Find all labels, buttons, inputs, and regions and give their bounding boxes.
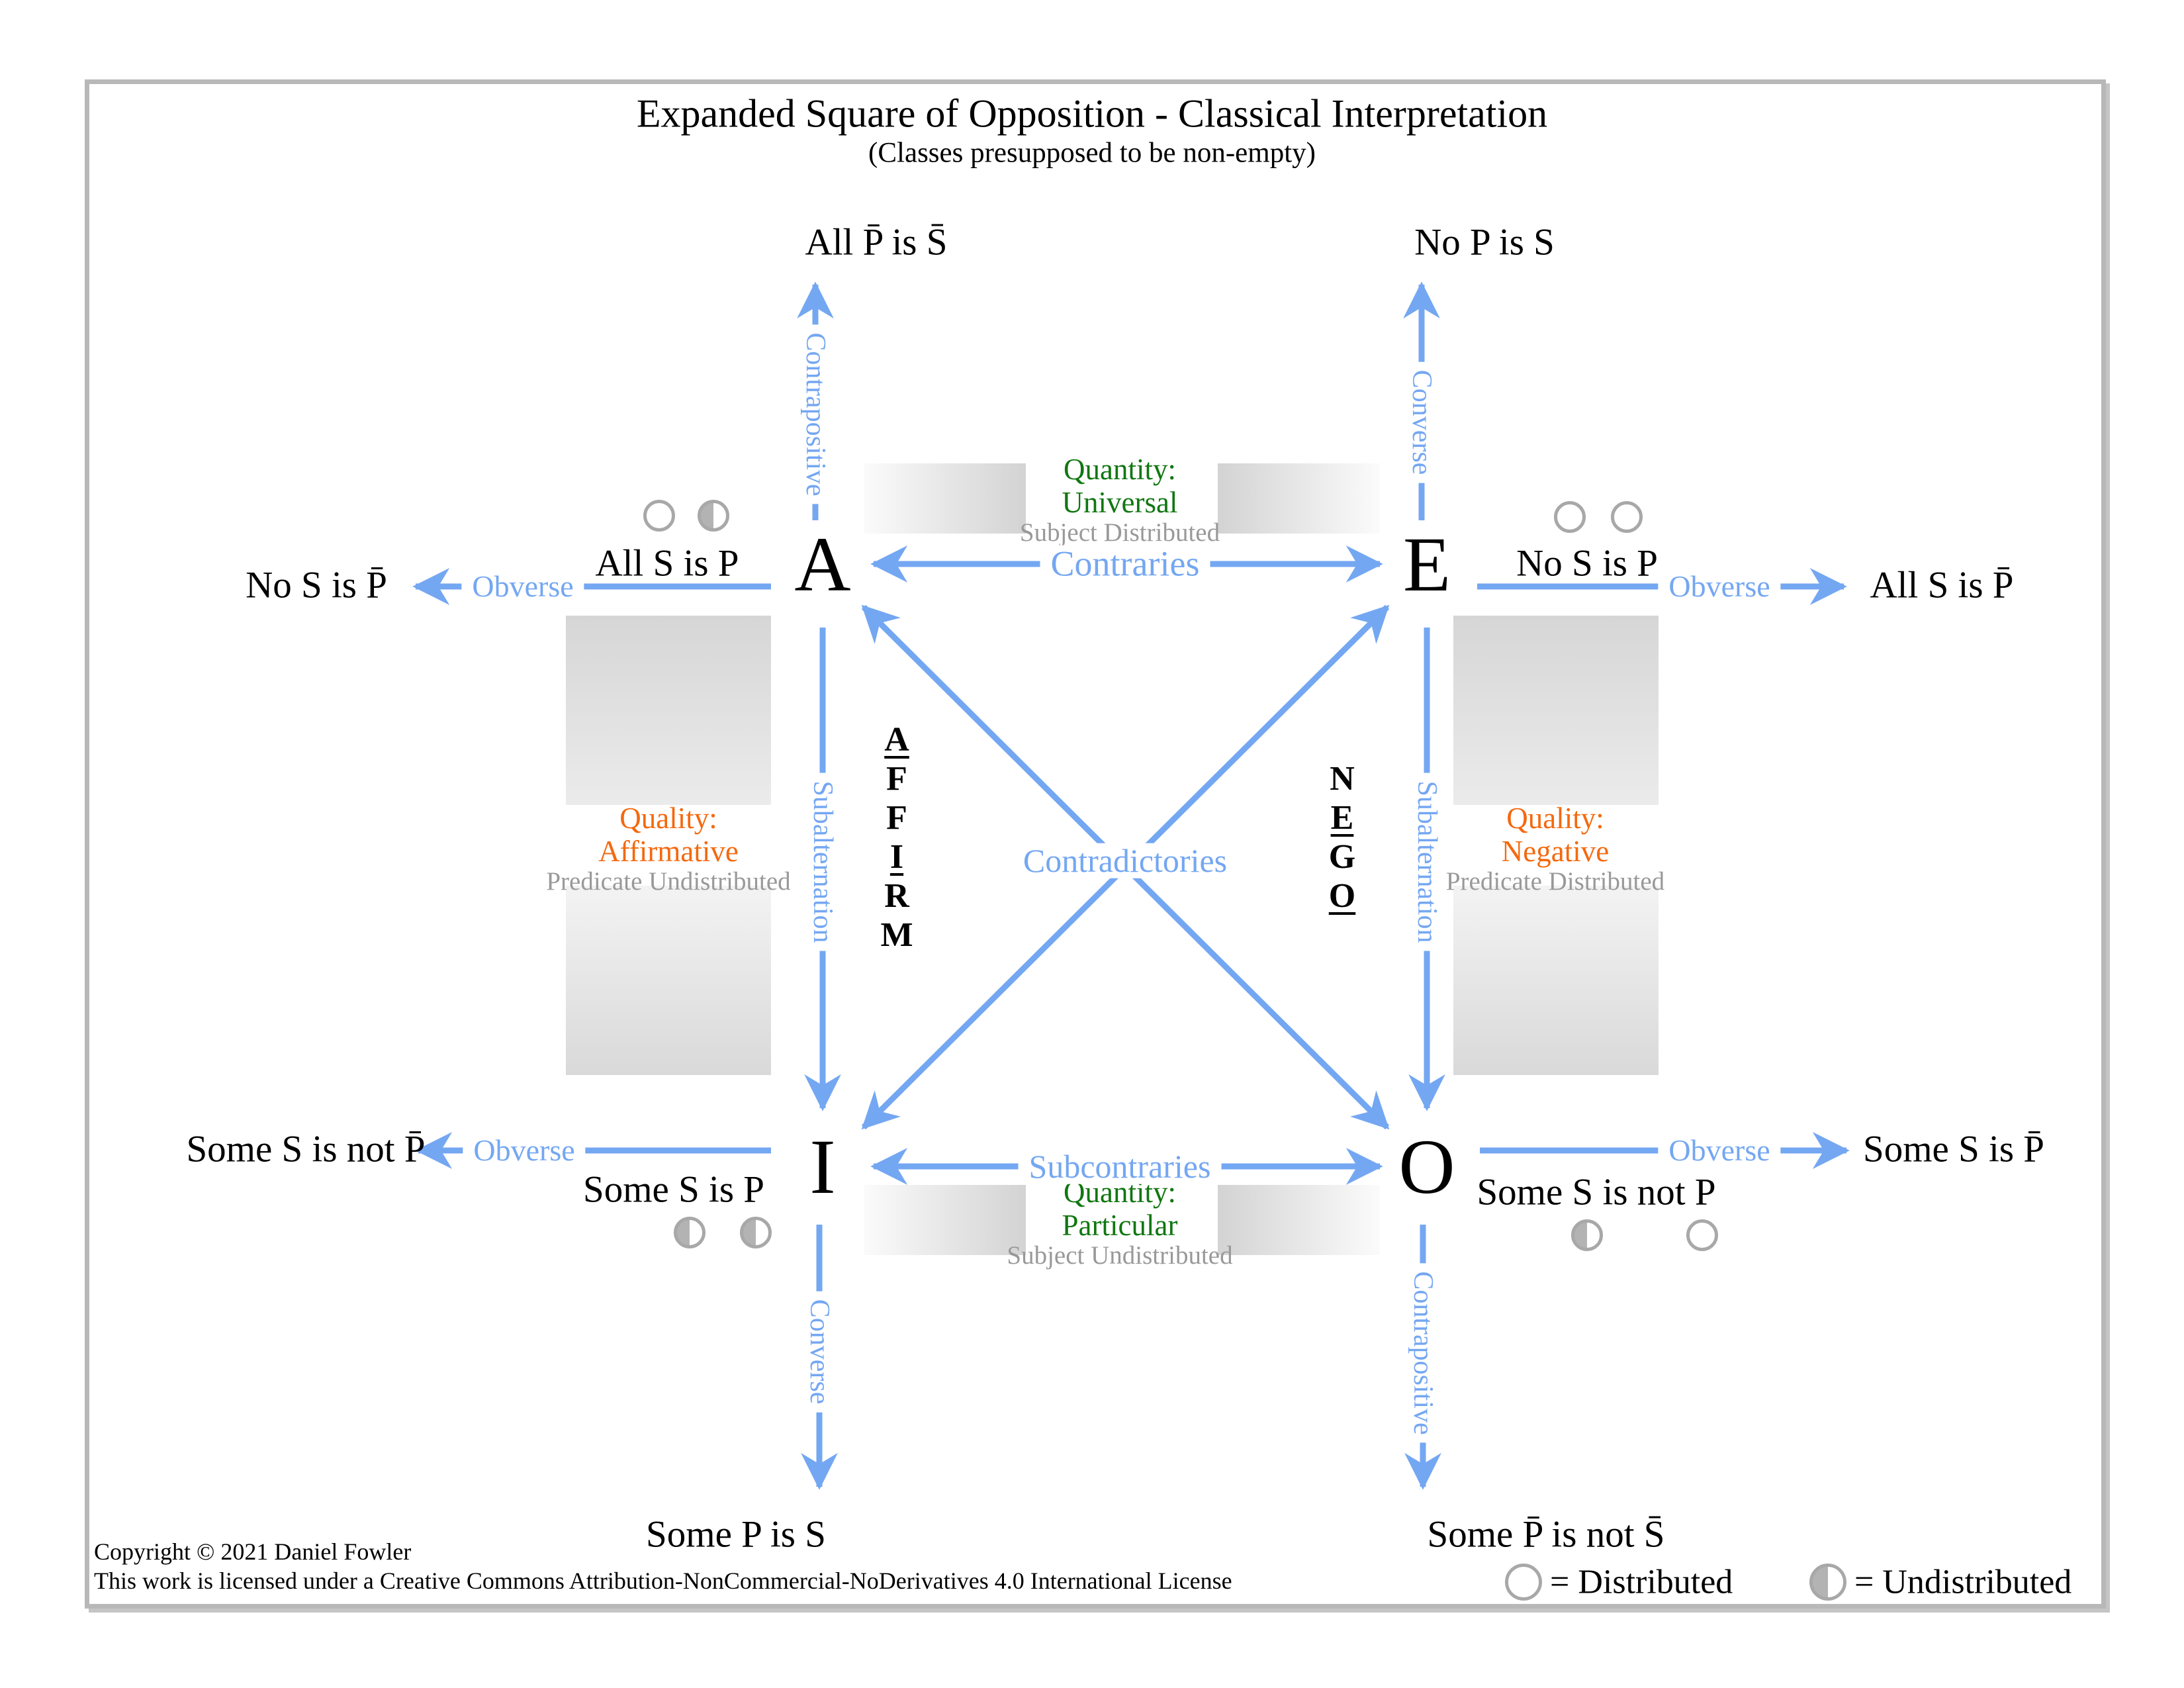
nego-letter: O (1328, 877, 1356, 915)
distributed-circle-icon (1686, 1219, 1718, 1251)
quality-negative-block: Quality: Negative Predicate Distributed (1446, 802, 1664, 896)
gradient-block-left-upper (566, 616, 771, 805)
corner-letter-o: O (1398, 1123, 1455, 1210)
page-subtitle: (Classes presupposed to be non-empty) (868, 137, 1316, 169)
quantity-heading: Quantity: (1064, 453, 1176, 487)
quality-heading: Quality: (619, 802, 717, 835)
legend-undistributed-label: = Undistributed (1854, 1563, 2072, 1601)
contraries-label: Contraries (1040, 545, 1210, 583)
distributed-circle-icon (1554, 501, 1586, 533)
obverse-label-i: Obverse (463, 1134, 586, 1167)
undistributed-circle-icon (1571, 1219, 1603, 1251)
corner-letter-a: A (794, 521, 851, 608)
obverse-label-o: Obverse (1658, 1134, 1781, 1167)
statement-e: No S is P (1516, 542, 1658, 585)
quality-value: Affirmative (598, 834, 739, 868)
page-title: Expanded Square of Opposition - Classica… (636, 91, 1548, 136)
statement-a-contrapositive: All P̄ is S̄ (805, 221, 948, 263)
legend-undistributed-circle-icon (1809, 1564, 1846, 1601)
affirm-letter: A (884, 721, 909, 759)
distributed-circle-icon (1611, 501, 1643, 533)
contrapositive-label-o: Contrapositive (1408, 1263, 1438, 1443)
quality-note: Predicate Distributed (1445, 867, 1665, 896)
corner-letter-e: E (1402, 521, 1451, 608)
nego-letter: N (1330, 760, 1355, 798)
statement-i: Some S is P (582, 1168, 765, 1211)
gradient-block-bottom-left (864, 1185, 1026, 1255)
distributed-circle-icon (643, 500, 675, 532)
statement-i-converse: Some P is S (646, 1513, 826, 1556)
copyright-line: Copyright © 2021 Daniel Fowler (94, 1538, 412, 1565)
subalternation-label-left: Subalternation (807, 773, 838, 951)
contrapositive-label-a: Contrapositive (800, 324, 831, 504)
affirm-mnemonic: A F F I R M (880, 720, 913, 955)
statement-a: All S is P (595, 542, 739, 585)
affirm-letter: F (886, 799, 907, 837)
undistributed-circle-icon (674, 1217, 705, 1248)
contradictories-label: Contradictories (1012, 843, 1238, 878)
quality-value: Negative (1501, 834, 1610, 868)
legend-distributed-circle-icon (1505, 1564, 1542, 1601)
gradient-block-top-right (1218, 463, 1380, 534)
quantity-note: Subject Undistributed (1007, 1241, 1233, 1270)
quality-heading: Quality: (1506, 802, 1604, 835)
statement-o-obverse: Some S is P̄ (1862, 1128, 2045, 1170)
statement-o-contrapositive: Some P̄ is not S̄ (1427, 1513, 1665, 1556)
undistributed-circle-icon (698, 500, 729, 532)
nego-mnemonic: N E G O (1329, 759, 1355, 915)
quantity-value: Particular (1062, 1208, 1178, 1242)
statement-i-obverse: Some S is not P̄ (186, 1128, 426, 1170)
nego-letter: G (1328, 838, 1356, 876)
gradient-block-right-lower (1453, 886, 1659, 1075)
gradient-block-left-lower (566, 886, 771, 1075)
converse-label-i: Converse (804, 1291, 835, 1413)
subcontraries-label: Subcontraries (1018, 1149, 1222, 1184)
affirm-letter: I (889, 838, 904, 876)
nego-letter: E (1330, 799, 1354, 837)
statement-e-converse: No P is S (1414, 221, 1555, 263)
quality-affirmative-block: Quality: Affirmative Predicate Undistrib… (546, 802, 790, 896)
quantity-note: Subject Distributed (1019, 518, 1220, 547)
license-line: This work is licensed under a Creative C… (94, 1568, 1232, 1594)
quality-note: Predicate Undistributed (546, 867, 791, 896)
affirm-letter: R (884, 877, 909, 915)
affirm-letter: F (886, 760, 907, 798)
obverse-label-a: Obverse (461, 570, 584, 603)
statement-o: Some S is not P (1477, 1171, 1716, 1213)
quantity-universal-block: Quantity: Universal Subject Distributed (1020, 453, 1220, 547)
converse-label-e: Converse (1406, 361, 1437, 483)
obverse-label-e: Obverse (1658, 570, 1781, 603)
gradient-block-right-upper (1453, 616, 1659, 805)
statement-e-obverse: All S is P̄ (1870, 564, 2014, 606)
legend-distributed-label: = Distributed (1550, 1563, 1733, 1601)
undistributed-circle-icon (740, 1217, 772, 1248)
quantity-value: Universal (1062, 485, 1178, 519)
gradient-block-bottom-right (1218, 1185, 1380, 1255)
statement-a-obverse: No S is P̄ (246, 564, 387, 606)
affirm-letter: M (880, 916, 913, 954)
gradient-block-top-left (864, 463, 1026, 534)
subalternation-label-right: Subalternation (1412, 773, 1442, 951)
corner-letter-i: I (809, 1123, 836, 1210)
quantity-particular-block: Quantity: Particular Subject Undistribut… (1007, 1176, 1232, 1270)
